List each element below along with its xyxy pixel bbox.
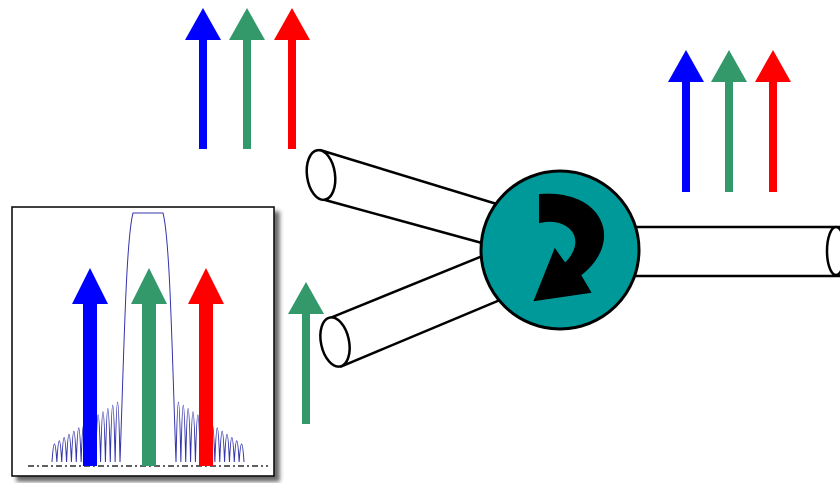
red-arrow: [188, 268, 224, 466]
blue-arrow: [668, 50, 704, 192]
reflected-fiber: [319, 253, 501, 369]
input-arrow-group: [185, 8, 310, 149]
circulator: [479, 169, 641, 331]
green-arrow: [288, 282, 324, 424]
red-arrow: [274, 8, 310, 149]
inset-arrow-group: [72, 268, 224, 466]
blue-arrow: [72, 268, 108, 466]
red-arrow: [755, 50, 791, 192]
filter-transmission-curve: [51, 212, 245, 463]
output-arrow-group: [668, 50, 791, 192]
blue-arrow: [185, 8, 221, 149]
circulator-curved-arrow-icon: [533, 193, 605, 302]
output-fiber: [630, 225, 840, 278]
filter-spectrum-inset: [11, 206, 275, 477]
reflected-arrow-group: [288, 282, 324, 424]
green-arrow: [229, 8, 265, 149]
input-fiber: [305, 148, 501, 245]
green-arrow: [131, 268, 167, 466]
green-arrow: [711, 50, 747, 192]
